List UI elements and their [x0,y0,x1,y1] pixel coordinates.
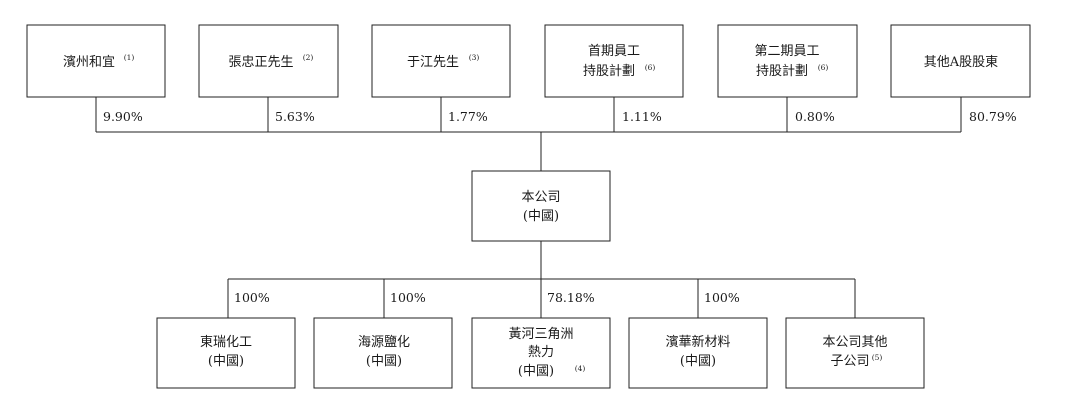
subsidiary-3-country: (中國) [518,364,554,379]
subsidiary-3-name-line-1: 黃河三角洲 [508,327,573,342]
percent-shareholder-6: 80.79% [969,109,1017,124]
subsidiary-box-5: 本公司其他 子公司 (5) [785,317,925,389]
subsidiary-3-note: (4) [575,364,586,373]
subsidiary-1-country: (中國) [208,354,244,369]
shareholding-percentages: 9.90% 5.63% 1.77% 1.11% 0.80% 80.79% [103,109,1017,124]
subsidiary-1-name: 東瑞化工 [200,334,252,350]
company-country: (中國) [523,209,559,224]
percent-subsidiary-4: 100% [704,290,740,305]
subsidiary-5-name-line-1: 本公司其他 [822,335,887,350]
shareholder-box-4: 首期員工 持股計劃 (6) [544,24,684,98]
subsidiary-percentages: 100% 100% 78.18% 100% [234,290,740,305]
bottom-connectors [227,241,856,318]
subsidiary-box-2: 海源鹽化 (中國) [313,317,453,389]
shareholder-name-6: 其他A股股東 [924,54,998,70]
subsidiary-box-1: 東瑞化工 (中國) [156,317,296,389]
percent-subsidiary-2: 100% [390,290,426,305]
company-name: 本公司 [521,190,560,205]
shareholder-boxes: 濱州和宜 (1) 張忠正先生 (2) 于江先生 (3) 首期員工 持股計劃 (6… [26,24,1031,98]
shareholder-name-1: 濱州和宜 [63,55,115,70]
shareholder-note-2: (2) [303,53,314,62]
subsidiary-5-name-line-2: 子公司 [830,354,869,369]
shareholder-box-1: 濱州和宜 (1) [26,24,166,98]
shareholder-name-5-line-2: 持股計劃 [756,63,808,79]
subsidiary-2-name: 海源鹽化 [358,335,410,350]
shareholder-name-4-line-1: 首期員工 [588,44,640,59]
subsidiary-boxes: 東瑞化工 (中國) 海源鹽化 (中國) 黃河三角洲 熱力 (中國) (4) 濱華… [156,317,925,389]
percent-shareholder-2: 5.63% [275,109,315,124]
shareholder-note-3: (3) [469,53,480,62]
subsidiary-box-3: 黃河三角洲 熱力 (中國) (4) [471,317,611,389]
percent-shareholder-1: 9.90% [103,109,143,124]
shareholder-box-5: 第二期員工 持股計劃 (6) [717,24,858,98]
subsidiary-2-country: (中國) [366,354,402,369]
shareholder-name-3: 于江先生 [407,55,459,70]
shareholder-note-5: (6) [818,63,829,72]
percent-subsidiary-3: 78.18% [547,290,595,305]
shareholder-box-2: 張忠正先生 (2) [198,24,339,98]
shareholder-box-6: 其他A股股東 [890,24,1031,98]
subsidiary-5-note: (5) [872,353,883,362]
shareholder-note-4: (6) [645,63,656,72]
shareholder-name-4-line-2: 持股計劃 [583,63,635,79]
shareholder-note-1: (1) [124,53,135,62]
company-box: 本公司 (中國) [471,170,611,242]
percent-shareholder-5: 0.80% [795,109,835,124]
shareholder-name-2: 張忠正先生 [228,55,293,70]
subsidiary-4-country: (中國) [680,354,716,369]
percent-subsidiary-1: 100% [234,290,270,305]
subsidiary-3-name-line-2: 熱力 [528,345,554,360]
subsidiary-4-name: 濱華新材料 [665,334,730,350]
percent-shareholder-3: 1.77% [448,109,488,124]
top-connectors [95,97,962,171]
shareholder-name-5-line-1: 第二期員工 [754,44,819,59]
percent-shareholder-4: 1.11% [622,109,662,124]
subsidiary-box-4: 濱華新材料 (中國) [628,317,768,389]
shareholder-box-3: 于江先生 (3) [371,24,511,98]
